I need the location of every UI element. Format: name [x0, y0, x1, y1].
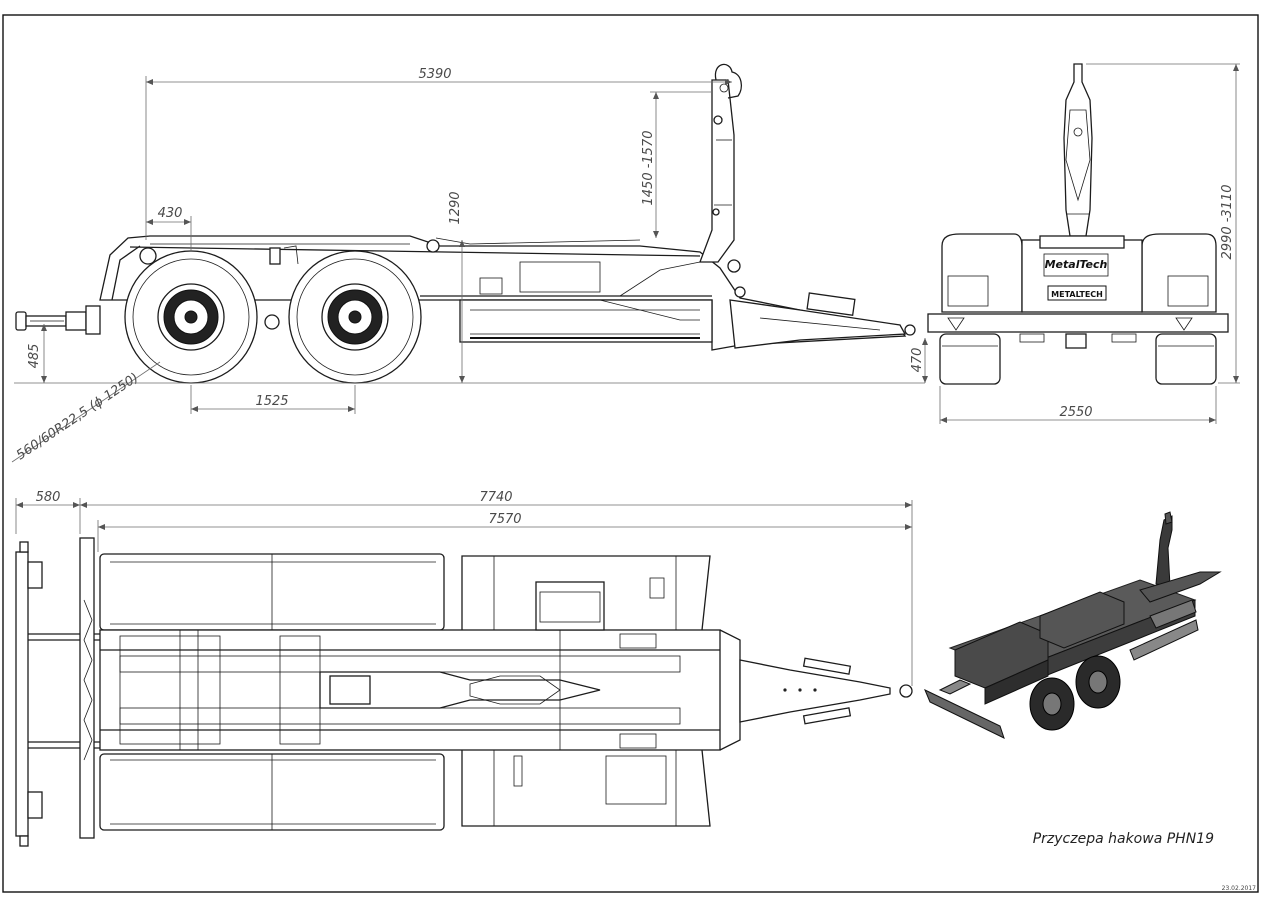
- hook-arm: [699, 63, 743, 263]
- rear-drawbar: [729, 292, 916, 349]
- dim-rear-height: 2990 -3110: [1220, 185, 1235, 260]
- dim-rear-bar: 580: [36, 490, 61, 505]
- drawing-title: Przyczepa hakowa PHN19: [1033, 831, 1214, 847]
- rear-wheel-1: [124, 250, 258, 384]
- logo-metaltech-script: MetalTech: [1045, 258, 1108, 271]
- tire-right: [1155, 333, 1217, 385]
- side-view: 5390 1450 -1570 1290 430 485 1525 470 56…: [11, 63, 928, 463]
- rear-wheel-2: [288, 250, 422, 384]
- tire-left: [939, 333, 1001, 385]
- dim-rear-width: 2550: [1059, 405, 1092, 420]
- tow-eye-left: [15, 305, 101, 335]
- dim-hook-range: 1450 -1570: [641, 131, 656, 206]
- dim-overall-5390: 5390: [418, 67, 451, 82]
- dim-frame-height: 1290: [448, 191, 463, 224]
- tire-size-label: 560/60R22,5 (ϕ 1250): [14, 370, 142, 463]
- fender-right: [1141, 233, 1217, 313]
- dim-body-length: 7570: [488, 512, 521, 527]
- fender-left: [941, 233, 1023, 313]
- dim-wheelbase: 1525: [255, 394, 288, 409]
- dim-total-length: 7740: [479, 490, 512, 505]
- dim-drawbar-height: 485: [27, 344, 42, 369]
- logo-metaltech-plate: METALTECH: [1051, 290, 1103, 299]
- sheet-border: [2, 14, 1259, 893]
- dim-rear-height: 470: [910, 348, 925, 373]
- dim-front-overhang: 430: [158, 206, 183, 221]
- isometric-render: [924, 511, 1222, 739]
- drawing-date: 23.02.2017: [1222, 885, 1257, 892]
- rear-view: MetalTech METALTECH 2990 -3110 2550: [927, 63, 1240, 424]
- top-view: 580 7740 7570: [15, 490, 913, 847]
